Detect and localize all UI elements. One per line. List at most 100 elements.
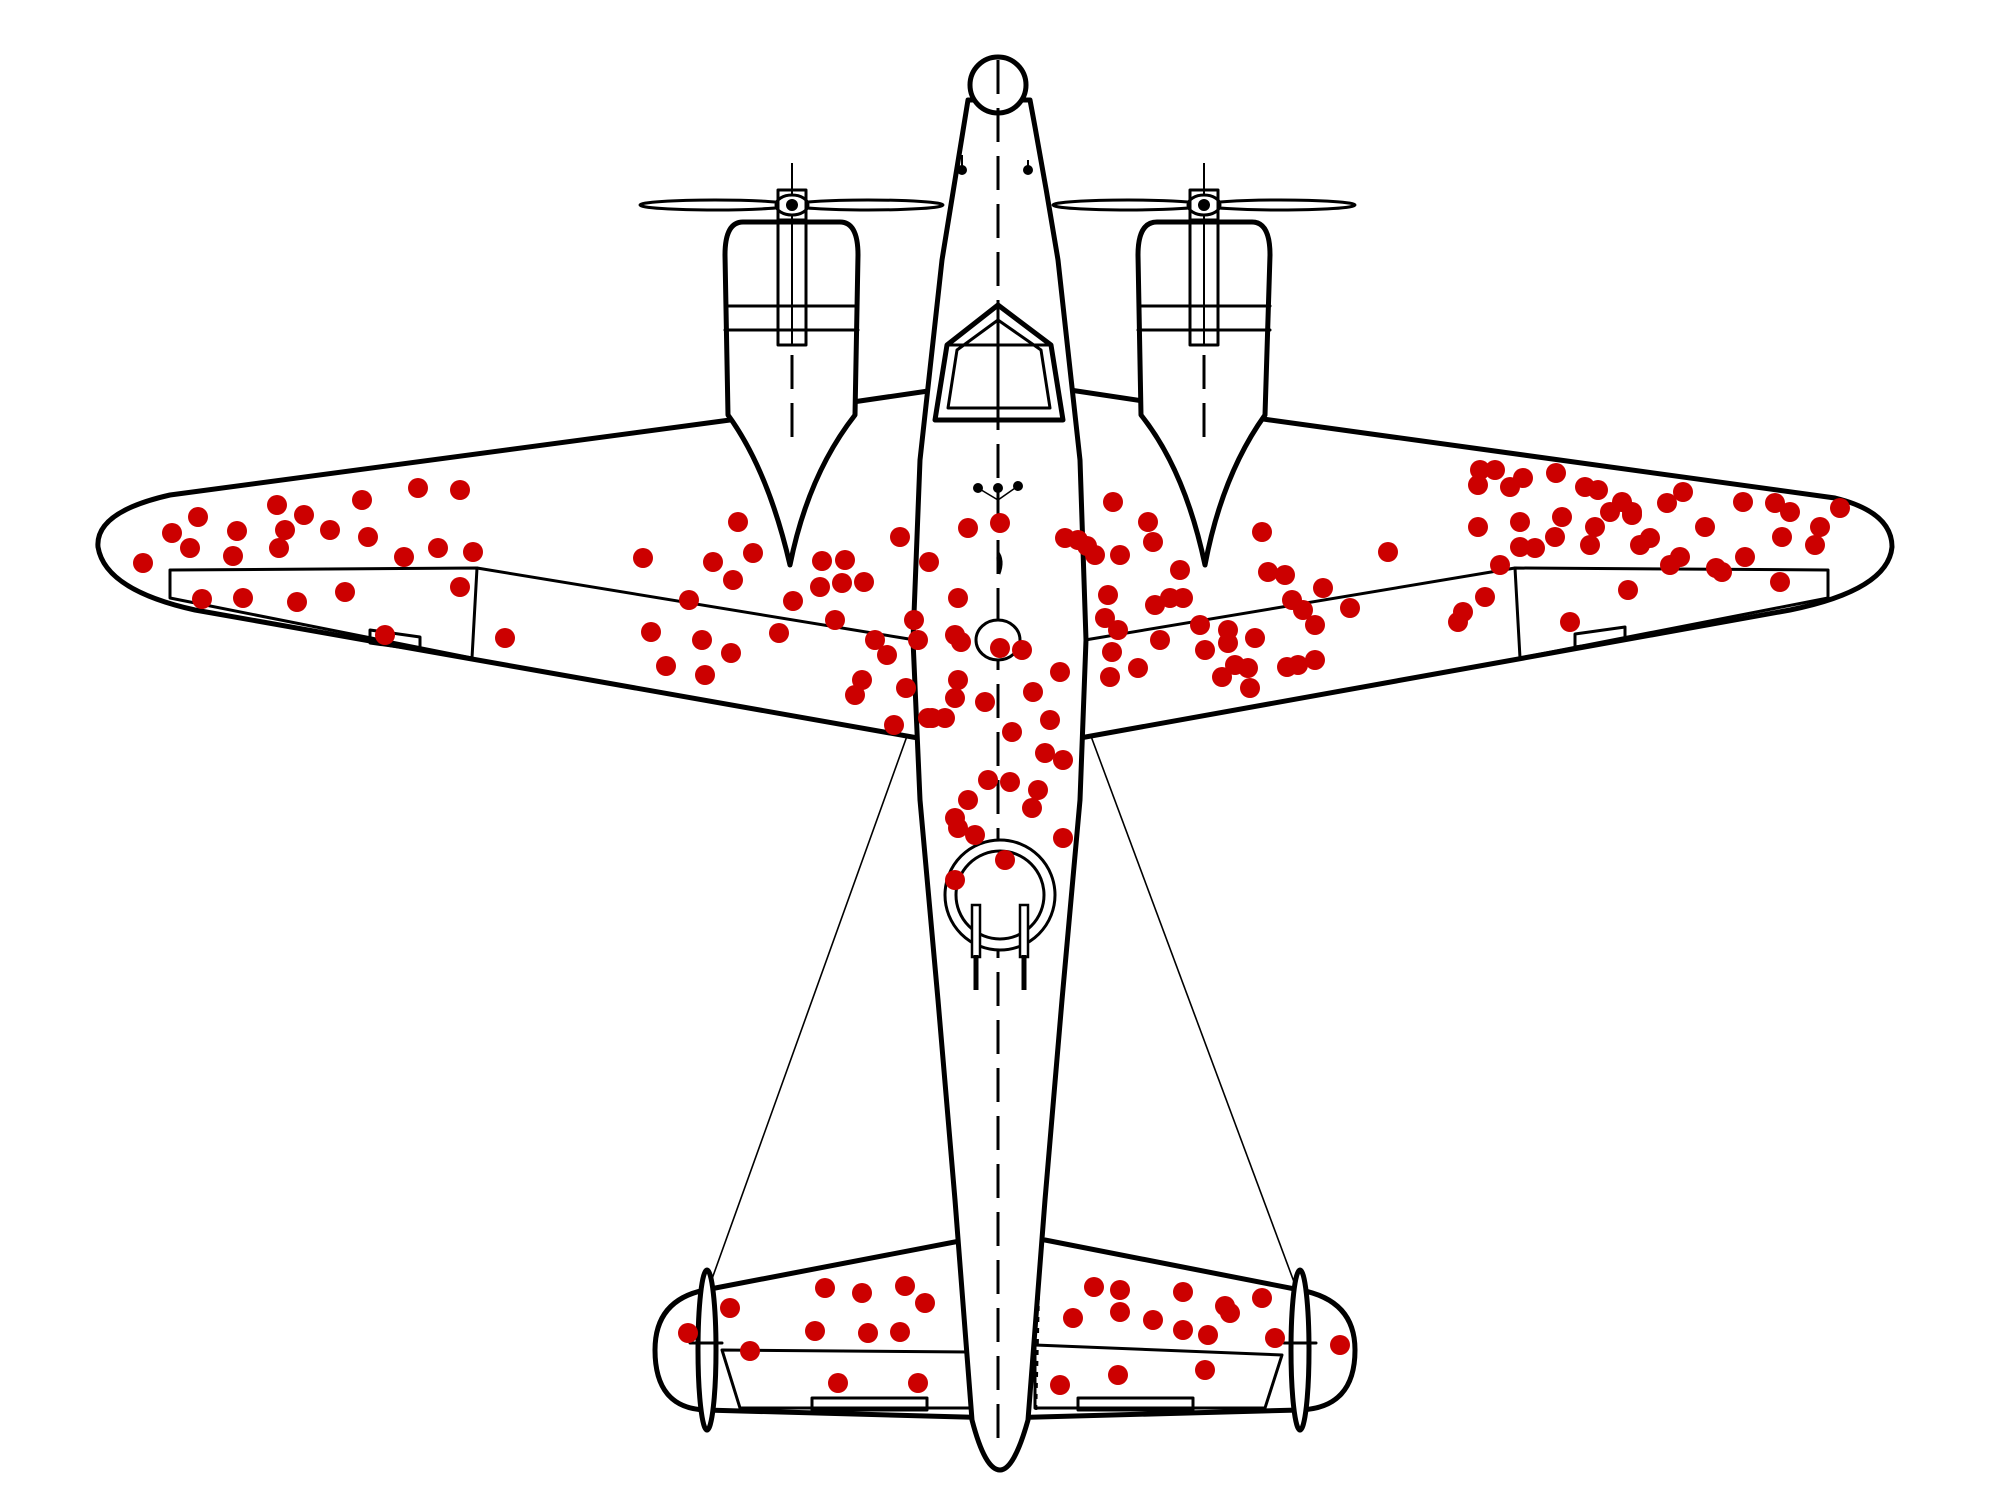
damage-marker <box>832 573 852 593</box>
damage-marker <box>1098 585 1118 605</box>
damage-marker <box>1240 678 1260 698</box>
damage-marker <box>1002 722 1022 742</box>
damage-marker <box>1170 560 1190 580</box>
damage-marker <box>1145 595 1165 615</box>
damage-marker <box>408 478 428 498</box>
damage-marker <box>890 1322 910 1342</box>
damage-marker <box>835 550 855 570</box>
damage-marker <box>948 588 968 608</box>
damage-marker <box>428 538 448 558</box>
damage-marker <box>678 1323 698 1343</box>
damage-marker <box>1028 780 1048 800</box>
damage-marker <box>188 507 208 527</box>
damage-marker <box>1108 620 1128 640</box>
damage-marker <box>810 577 830 597</box>
damage-marker <box>958 790 978 810</box>
damage-marker <box>1500 477 1520 497</box>
damage-marker <box>1510 512 1530 532</box>
damage-marker <box>1830 498 1850 518</box>
damage-marker <box>1305 615 1325 635</box>
damage-marker <box>743 543 763 563</box>
damage-marker <box>1470 460 1490 480</box>
damage-marker <box>1000 772 1020 792</box>
damage-marker <box>978 770 998 790</box>
damage-marker <box>1546 463 1566 483</box>
damage-marker <box>908 630 928 650</box>
damage-marker <box>1252 1288 1272 1308</box>
damage-marker <box>723 570 743 590</box>
damage-marker <box>721 643 741 663</box>
damage-marker <box>896 678 916 698</box>
damage-marker <box>233 588 253 608</box>
damage-marker <box>1245 628 1265 648</box>
damage-marker <box>1735 547 1755 567</box>
damage-marker <box>192 589 212 609</box>
damage-marker <box>695 665 715 685</box>
damage-marker <box>975 692 995 712</box>
damage-marker <box>1293 600 1313 620</box>
damage-marker <box>133 553 153 573</box>
damage-marker <box>1035 743 1055 763</box>
damage-marker <box>269 538 289 558</box>
damage-marker <box>1560 612 1580 632</box>
damage-marker <box>935 708 955 728</box>
damage-marker <box>1630 535 1650 555</box>
damage-marker <box>463 542 483 562</box>
damage-marker <box>1525 538 1545 558</box>
damage-marker <box>1780 502 1800 522</box>
damage-markers <box>133 460 1850 1395</box>
damage-marker <box>990 638 1010 658</box>
damage-marker <box>335 582 355 602</box>
damage-marker <box>945 688 965 708</box>
damage-marker <box>1195 1360 1215 1380</box>
damage-marker <box>1313 578 1333 598</box>
damage-marker <box>1023 682 1043 702</box>
damage-marker <box>945 625 965 645</box>
damage-marker <box>1258 562 1278 582</box>
gun-turret <box>943 838 1057 990</box>
damage-marker <box>1084 1277 1104 1297</box>
damage-marker <box>1053 750 1073 770</box>
damage-marker <box>1618 580 1638 600</box>
damage-marker <box>1022 798 1042 818</box>
damage-marker <box>990 513 1010 533</box>
damage-marker <box>1305 650 1325 670</box>
damage-marker <box>1198 1325 1218 1345</box>
damage-marker <box>294 505 314 525</box>
damage-marker <box>1100 667 1120 687</box>
damage-marker <box>740 1341 760 1361</box>
damage-marker <box>1195 640 1215 660</box>
damage-marker <box>1288 655 1308 675</box>
damage-marker <box>783 591 803 611</box>
damage-marker <box>1695 517 1715 537</box>
damage-marker <box>320 520 340 540</box>
damage-marker <box>958 518 978 538</box>
damage-marker <box>948 670 968 690</box>
damage-marker <box>908 1373 928 1393</box>
damage-marker <box>1673 482 1693 502</box>
damage-marker <box>703 552 723 572</box>
damage-marker <box>1580 535 1600 555</box>
damage-marker <box>1220 1303 1240 1323</box>
damage-marker <box>828 1373 848 1393</box>
damage-marker <box>877 645 897 665</box>
damage-marker <box>1712 562 1732 582</box>
damage-marker <box>1050 1375 1070 1395</box>
damage-marker <box>805 1321 825 1341</box>
damage-marker <box>495 628 515 648</box>
damage-marker <box>1085 545 1105 565</box>
damage-marker <box>1053 828 1073 848</box>
damage-marker <box>1040 710 1060 730</box>
damage-marker <box>1108 1365 1128 1385</box>
damage-marker <box>1490 555 1510 575</box>
damage-marker <box>945 870 965 890</box>
damage-marker <box>679 590 699 610</box>
left-propeller <box>638 163 945 345</box>
damage-marker <box>1150 630 1170 650</box>
damage-marker <box>1218 633 1238 653</box>
damage-marker <box>1765 493 1785 513</box>
damage-marker <box>1173 1282 1193 1302</box>
damage-marker <box>1173 1320 1193 1340</box>
fuselage <box>910 54 1089 1473</box>
